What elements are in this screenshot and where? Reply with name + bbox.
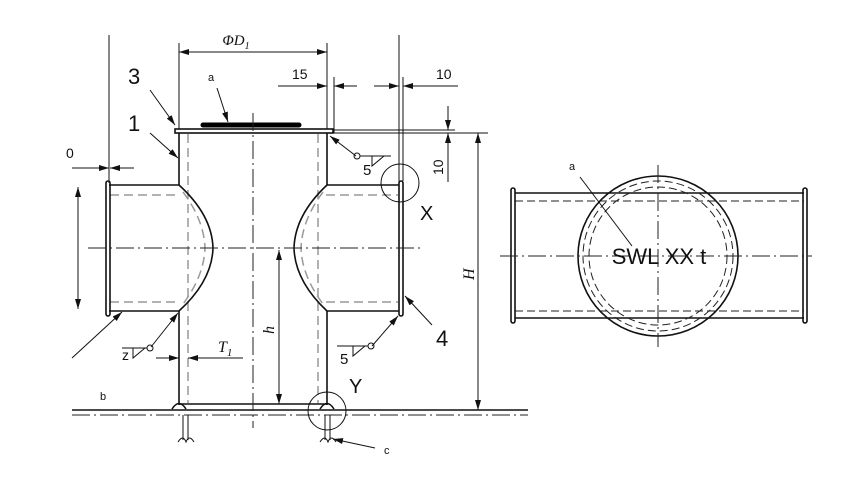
detail-circle-Y <box>307 391 347 431</box>
weld-size-bottom: 5 <box>340 351 348 368</box>
label-a: a <box>208 72 215 84</box>
side-view: a SWL XX t <box>500 161 812 347</box>
leader-a <box>579 176 633 247</box>
fillet-weld-icon <box>352 345 366 358</box>
dim-diameter-label: ΦD1 <box>222 33 249 52</box>
weld-fillet <box>171 402 335 410</box>
label-c: c <box>384 445 390 457</box>
leader-c <box>332 438 376 449</box>
dim-h-label: h <box>261 326 278 334</box>
label-a: a <box>569 161 576 173</box>
dim-H-label: H <box>461 267 478 281</box>
detail-circle-X <box>380 163 420 203</box>
part-label-4: 4 <box>436 326 448 351</box>
leader-4 <box>404 295 433 326</box>
support-stub <box>177 415 337 444</box>
top-plate <box>174 128 334 134</box>
leader-flange <box>71 311 123 359</box>
swl-marking: SWL XX t <box>612 244 707 269</box>
weld-leader <box>371 315 399 347</box>
weld-leader <box>329 135 357 157</box>
weld-symbol-circle <box>146 344 154 352</box>
fillet-weld-icon <box>371 155 385 168</box>
weld-symbol-circle <box>353 152 361 160</box>
front-view: ΦD1 15 10 10 0 H h T1 3 1 <box>66 33 528 457</box>
dim-10-label: 10 <box>436 66 452 82</box>
leader-1 <box>149 132 179 159</box>
label-b: b <box>100 391 106 403</box>
dim-left-partial-label: 0 <box>66 145 74 161</box>
detail-label-Y: Y <box>349 376 362 398</box>
weld-size-z: z <box>122 347 129 363</box>
left-flange <box>105 180 111 317</box>
leader-a <box>216 87 229 123</box>
weld-size-top: 5 <box>363 162 371 179</box>
dim-10-vertical-label: 10 <box>430 159 446 175</box>
leader-3 <box>149 89 176 126</box>
part-label-3: 3 <box>128 64 140 89</box>
dim-T1-label: T1 <box>218 339 232 359</box>
weld-leader <box>150 312 179 348</box>
detail-label-X: X <box>420 203 433 225</box>
fillet-weld-icon <box>132 347 146 360</box>
part-label-1: 1 <box>128 111 140 136</box>
dim-15-label: 15 <box>292 66 308 82</box>
weld-symbol-circle <box>367 342 375 350</box>
